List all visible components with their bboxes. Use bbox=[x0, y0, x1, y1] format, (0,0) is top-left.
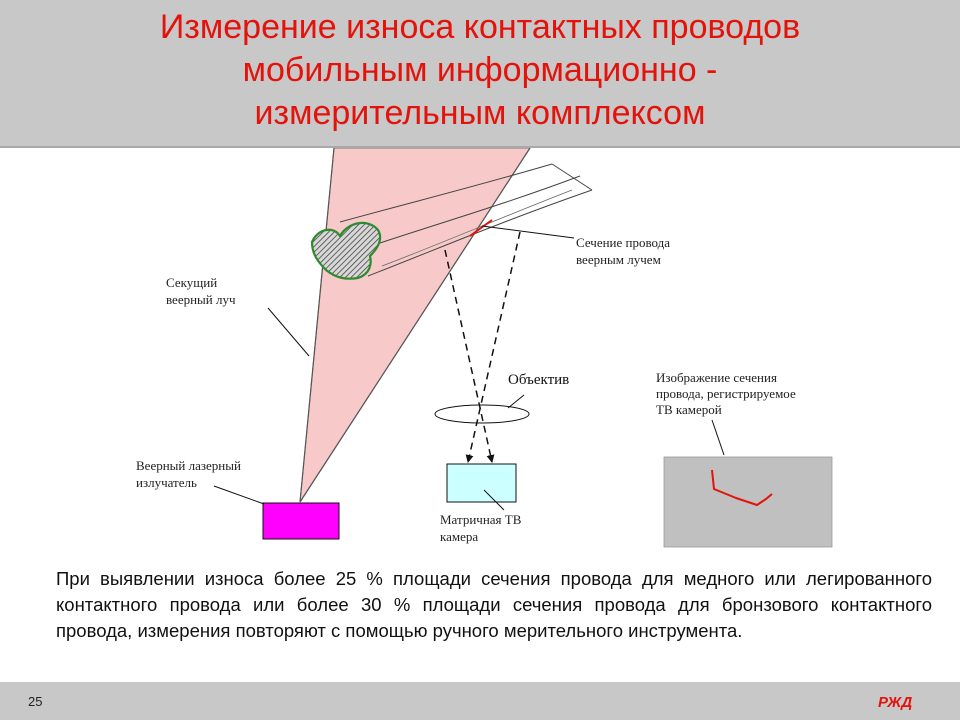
label-lens: Объектив bbox=[508, 372, 569, 388]
label-camera: Матричная ТВ камера bbox=[440, 512, 525, 544]
leader-emitter bbox=[213, 485, 265, 505]
title-line-3: измерительным комплексом bbox=[254, 94, 706, 132]
label-emitter-line-2: излучатель bbox=[136, 475, 197, 490]
slide-body-text: При выявлении износа более 25 % площади … bbox=[56, 568, 932, 641]
label-image-line-2: провода, регистрируемое bbox=[656, 386, 796, 401]
measurement-diagram: Сечение провода веерным лучем Секущий ве… bbox=[136, 148, 833, 548]
beam-edge-left bbox=[299, 148, 335, 503]
label-section-line-1: Сечение провода bbox=[576, 235, 670, 250]
lens bbox=[434, 404, 530, 424]
tv-camera bbox=[446, 463, 517, 503]
label-image-line-1: Изображение сечения bbox=[656, 370, 777, 385]
label-cutting-beam: Секущий веерный луч bbox=[166, 275, 236, 307]
label-section-line-2: веерным лучем bbox=[576, 252, 661, 267]
label-camera-line-1: Матричная ТВ bbox=[440, 512, 522, 527]
rzd-logo-text: РЖД bbox=[878, 694, 912, 711]
leader-cutting-beam bbox=[267, 307, 310, 357]
label-image-line-3: ТВ камерой bbox=[656, 402, 722, 417]
leader-lens bbox=[507, 394, 525, 409]
contact-wire bbox=[339, 163, 593, 277]
title-line-2: мобильным информационно - bbox=[242, 51, 718, 89]
label-camera-line-2: камера bbox=[440, 529, 478, 544]
slide-header: Измерение износа контактных проводов моб… bbox=[0, 0, 960, 148]
page-number: 25 bbox=[28, 694, 43, 709]
leader-image bbox=[711, 419, 725, 456]
label-cutting-beam-line-2: веерный луч bbox=[166, 292, 236, 307]
label-image: Изображение сечения провода, регистрируе… bbox=[656, 370, 799, 417]
wire-section-trace bbox=[711, 469, 773, 506]
reflected-ray-1 bbox=[444, 249, 495, 463]
label-emitter: Веерный лазерный излучатель bbox=[136, 458, 244, 490]
rzd-logo: РЖД bbox=[878, 694, 912, 711]
leader-section bbox=[481, 225, 575, 239]
label-cutting-beam-line-1: Секущий bbox=[166, 275, 217, 290]
laser-emitter bbox=[262, 502, 340, 540]
label-emitter-line-1: Веерный лазерный bbox=[136, 458, 241, 473]
reflected-ray-2 bbox=[465, 231, 521, 463]
title-line-1: Измерение износа контактных проводов bbox=[159, 8, 801, 46]
wire-cross-section bbox=[310, 221, 382, 280]
slide-footer: 25 РЖД bbox=[0, 682, 960, 720]
label-section: Сечение провода веерным лучем bbox=[576, 235, 673, 267]
slide-title: Измерение износа контактных проводов моб… bbox=[40, 6, 920, 135]
leader-camera bbox=[483, 489, 505, 511]
